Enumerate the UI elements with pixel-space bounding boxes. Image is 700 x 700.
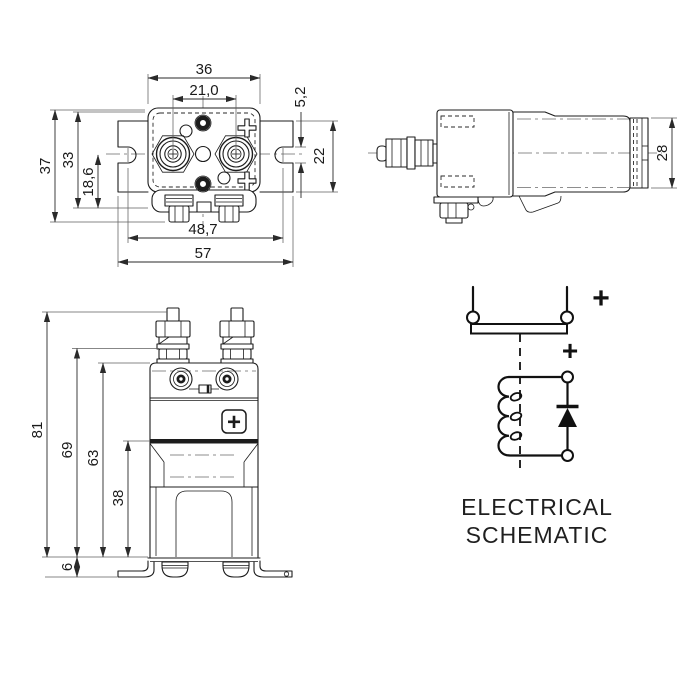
phillips-screw-icon [237, 118, 257, 138]
phillips-screw-icon [237, 171, 257, 191]
coil-node-bottom [561, 449, 574, 462]
coil-symbol [497, 375, 511, 457]
polarity-plus-icon: + [227, 409, 241, 436]
dim-label-tab-height: 22 [311, 148, 328, 165]
dim-label-slot-width: 5,2 [292, 87, 309, 108]
contact-bridge-bar [470, 323, 568, 335]
bracket-hole [283, 571, 290, 577]
dim-label-overall-width: 57 [195, 245, 212, 262]
mounting-flange-right [259, 120, 294, 193]
rivet-foot-right [222, 561, 250, 578]
terminal-bolt-left [155, 307, 191, 364]
top-view-drawing: 36 21,0 5,2 22 37 33 18,6 48,7 57 [37, 61, 338, 267]
dim-label-overall-width-top: 36 [196, 61, 213, 78]
small-hole-lower [217, 171, 231, 185]
schematic-title-line1: ELECTRICAL [461, 494, 613, 520]
mounting-bracket [117, 560, 293, 578]
hidden-feature-upper [440, 115, 475, 128]
dim-label-terminal-spacing: 21,0 [189, 82, 218, 99]
body-taper-section [149, 443, 259, 488]
bracket-foot-side [518, 195, 562, 213]
dim-label-rear-height: 28 [654, 145, 671, 162]
coil-housing-side [512, 111, 631, 197]
diode-component [189, 384, 219, 394]
dim-label-overall-height: 81 [29, 422, 46, 439]
front-view-drawing: + [29, 307, 293, 578]
dim-label-body-depth: 33 [60, 152, 77, 169]
plus-icon-contacts: + [592, 282, 610, 315]
coil-terminal-right [214, 194, 244, 223]
body-lower-section [155, 487, 253, 557]
hidden-feature-lower [440, 175, 475, 188]
rear-end-section [629, 117, 649, 189]
terminal-stud-side [376, 136, 439, 170]
grommet-bottom [194, 175, 212, 193]
contact-node-left [466, 310, 480, 325]
schematic-title-line2: SCHEMATIC [466, 522, 609, 548]
rivet-foot-left [161, 561, 189, 578]
diode-symbol [556, 381, 579, 452]
dim-label-height-to-terminals: 69 [59, 442, 76, 459]
dim-label-body-height: 63 [85, 450, 102, 467]
small-hole-upper [179, 124, 193, 138]
dim-label-lower-body-height: 38 [110, 490, 127, 507]
contact-node-right [560, 310, 574, 325]
center-hole [194, 145, 212, 163]
dim-label-slot-to-front: 18,6 [80, 167, 97, 196]
contact-cap-side [436, 109, 514, 198]
contact-washer-right [215, 367, 239, 391]
side-view-drawing: 28 [368, 109, 677, 224]
body-seal-band [150, 439, 258, 444]
mounting-flange-left [117, 120, 149, 193]
grommet-top [194, 114, 212, 132]
dim-label-slot-spacing: 48,7 [188, 221, 217, 238]
plus-icon-coil: + [562, 335, 578, 366]
electrical-schematic-diagram: + + ELECTRICAL SCHEMATIC [461, 282, 613, 548]
contact-washer-left [169, 367, 193, 391]
center-tab [196, 201, 212, 213]
terminal-bolt-right [219, 307, 255, 364]
coil-node-top [561, 370, 574, 384]
coil-terminal-left [164, 194, 194, 223]
coil-terminal-side [433, 196, 494, 224]
dim-label-bracket-offset: 6 [59, 563, 76, 571]
dim-label-overall-depth: 37 [37, 158, 54, 175]
polarity-badge: + [221, 409, 247, 436]
